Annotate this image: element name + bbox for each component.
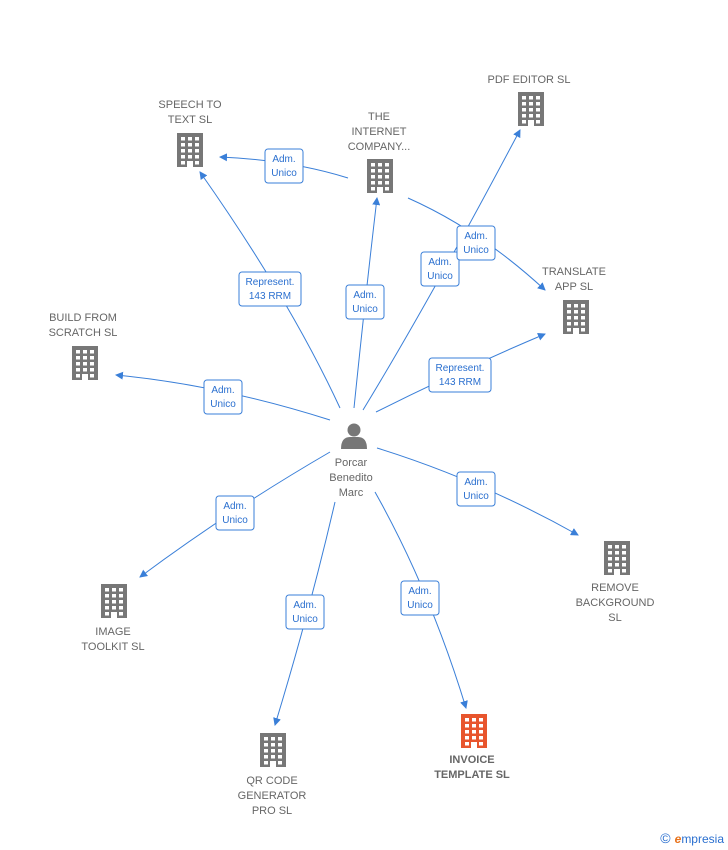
building-icon — [461, 714, 487, 748]
company-label-line1: REMOVE — [591, 582, 639, 594]
edge-label-line1: Adm. — [293, 600, 316, 611]
company-label-line1: TRANSLATE — [542, 266, 606, 278]
copyright-icon: © — [660, 830, 671, 846]
edge-label-box — [420, 251, 460, 287]
edge-label[interactable]: Represent. 143 RRM — [238, 271, 302, 307]
person-node[interactable]: Porcar Benedito Marc — [329, 423, 373, 500]
company-node-internet[interactable]: THE INTERNET COMPANY... — [348, 111, 411, 193]
company-label-line3: SL — [608, 612, 621, 624]
edge-lines — [115, 129, 579, 726]
company-label-line2: TEXT SL — [168, 114, 212, 126]
person-name-line1: Porcar — [335, 457, 368, 469]
edge-label-line2: Unico — [463, 491, 489, 502]
edge-label-box — [285, 594, 325, 630]
company-label-line1: PDF EDITOR SL — [488, 74, 571, 86]
edge-label-line1: Adm. — [408, 586, 431, 597]
edge-label-box — [264, 148, 304, 184]
brand-initial: e — [674, 832, 682, 846]
edge-label[interactable]: Adm. Unico — [264, 148, 304, 184]
edge-label-line1: Adm. — [353, 290, 376, 301]
edge-label-line1: Adm. — [272, 154, 295, 165]
edge-label-line1: Represent. — [436, 363, 485, 374]
edge-label[interactable]: Represent. 143 RRM — [428, 357, 492, 393]
company-label-line1: THE — [368, 111, 390, 123]
edge-label-line2: Unico — [352, 304, 378, 315]
edge-label[interactable]: Adm. Unico — [203, 379, 243, 415]
company-node-build[interactable]: BUILD FROM SCRATCH SL — [49, 312, 118, 380]
company-label-line2: TEMPLATE SL — [434, 769, 510, 781]
company-label-line2: INTERNET — [352, 126, 407, 138]
company-label-line1: IMAGE — [95, 626, 130, 638]
company-node-qr[interactable]: QR CODE GENERATOR PRO SL — [238, 733, 307, 817]
edge-label-line1: Adm. — [464, 477, 487, 488]
edge-label-line2: Unico — [210, 399, 236, 410]
edge-label[interactable]: Adm. Unico — [215, 495, 255, 531]
edge-label-line1: Represent. — [246, 277, 295, 288]
company-label-line1: QR CODE — [246, 775, 297, 787]
edge-label-line2: Unico — [292, 614, 318, 625]
company-label-line1: INVOICE — [449, 754, 494, 766]
company-label-line2: TOOLKIT SL — [81, 641, 144, 653]
edge-label-line2: Unico — [463, 245, 489, 256]
building-icon — [563, 300, 589, 334]
edge-label-line1: Adm. — [223, 501, 246, 512]
edge-label-box — [345, 284, 385, 320]
building-icon — [367, 159, 393, 193]
edge-label[interactable]: Adm. Unico — [420, 251, 460, 287]
edge-label-box — [456, 471, 496, 507]
person-name-line3: Marc — [339, 487, 364, 499]
company-label-line1: SPEECH TO — [158, 99, 222, 111]
edge-label[interactable]: Adm. Unico — [345, 284, 385, 320]
person-name-line2: Benedito — [329, 472, 372, 484]
edge-label[interactable]: Adm. Unico — [456, 471, 496, 507]
edge-label-box — [400, 580, 440, 616]
company-label-line2: SCRATCH SL — [49, 327, 118, 339]
building-icon — [72, 346, 98, 380]
company-label-line2: APP SL — [555, 281, 593, 293]
company-node-invoice[interactable]: INVOICE TEMPLATE SL — [434, 714, 510, 781]
building-icon — [177, 133, 203, 167]
company-node-image[interactable]: IMAGE TOOLKIT SL — [81, 584, 145, 653]
edge-label-box — [215, 495, 255, 531]
brand-name: mpresia — [681, 832, 724, 846]
company-label-line3: PRO SL — [252, 805, 292, 817]
company-label-line3: COMPANY... — [348, 141, 411, 153]
edge-label-line1: Adm. — [211, 385, 234, 396]
company-label-line2: BACKGROUND — [576, 597, 655, 609]
company-node-translate[interactable]: TRANSLATE APP SL — [542, 266, 606, 334]
company-node-pdf[interactable]: PDF EDITOR SL — [488, 74, 571, 126]
person-icon — [341, 423, 367, 449]
edge-label[interactable]: Adm. Unico — [400, 580, 440, 616]
building-icon — [101, 584, 127, 618]
edge-label-line2: Unico — [271, 168, 297, 179]
company-label-line2: GENERATOR — [238, 790, 307, 802]
edge-label[interactable]: Adm. Unico — [285, 594, 325, 630]
edge-label-box — [456, 225, 496, 261]
edge-label-box — [428, 357, 492, 393]
edge-label-line2: Unico — [222, 515, 248, 526]
empresia-brand[interactable]: ©empresia — [660, 830, 724, 846]
edge-label[interactable]: Adm. Unico — [456, 225, 496, 261]
building-icon — [604, 541, 630, 575]
edge-label-line2: 143 RRM — [249, 291, 291, 302]
edge-label-line2: Unico — [407, 600, 433, 611]
edge-label-line1: Adm. — [464, 231, 487, 242]
company-node-remove[interactable]: REMOVE BACKGROUND SL — [576, 541, 655, 624]
building-icon — [518, 92, 544, 126]
company-label-line1: BUILD FROM — [49, 312, 117, 324]
edge-label-box — [238, 271, 302, 307]
edge-label-line2: Unico — [427, 271, 453, 282]
edge-label-box — [203, 379, 243, 415]
edge-label-line2: 143 RRM — [439, 377, 481, 388]
edge-label-line1: Adm. — [428, 257, 451, 268]
building-icon — [260, 733, 286, 767]
company-node-speech[interactable]: SPEECH TO TEXT SL — [158, 99, 222, 167]
